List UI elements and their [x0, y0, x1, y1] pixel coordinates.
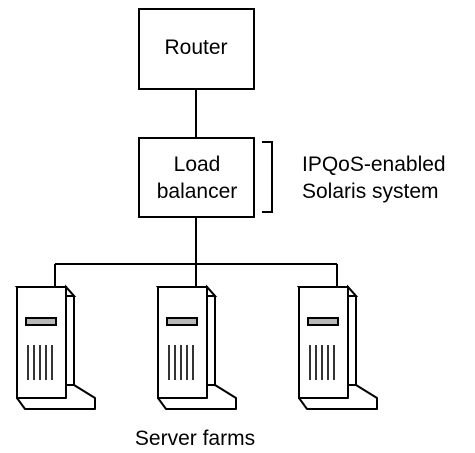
router-label: Router	[164, 36, 227, 59]
server-icon	[157, 286, 237, 410]
router-box	[138, 8, 255, 90]
load-balancer-label-line2: balancer	[157, 180, 238, 203]
load-balancer-box	[138, 137, 255, 218]
server-icon	[16, 286, 96, 410]
server-icon	[298, 286, 378, 410]
annotation-label-line2: Solaris system	[302, 180, 439, 203]
load-balancer-label-line1: Load	[174, 153, 221, 176]
annotation-bracket	[262, 141, 273, 213]
annotation-label-line1: IPQoS-enabled	[302, 153, 446, 176]
server-farms-label: Server farms	[135, 427, 255, 450]
